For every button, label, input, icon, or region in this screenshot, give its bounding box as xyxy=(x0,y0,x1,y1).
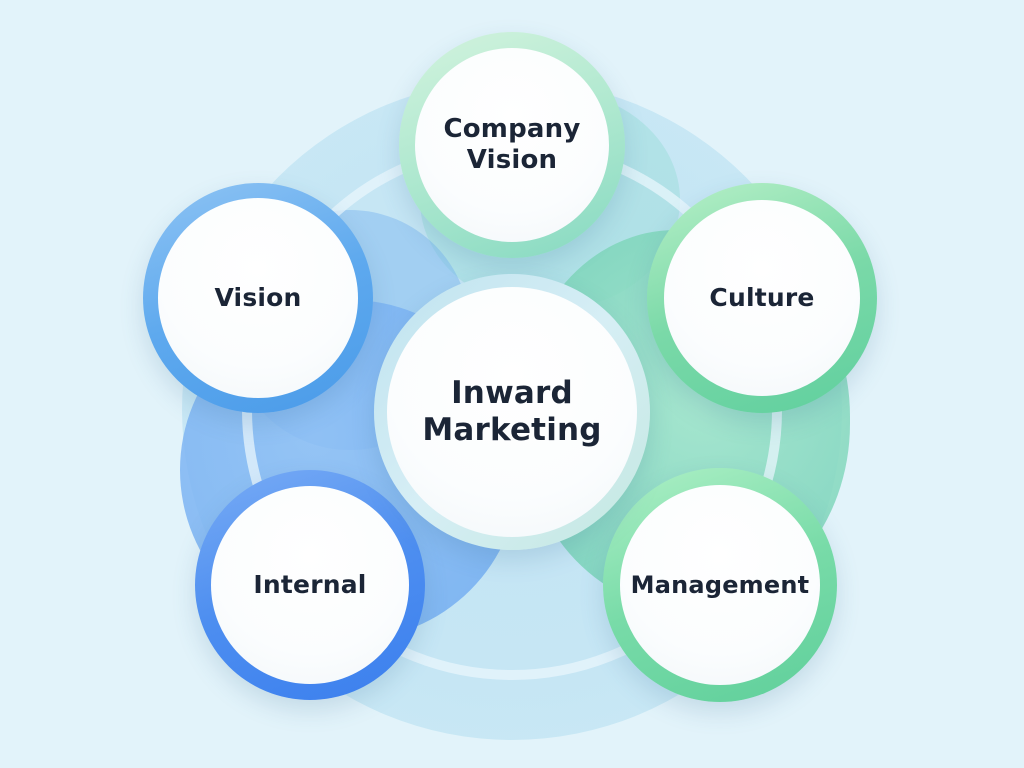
node-face: Culture xyxy=(664,200,860,396)
node-label: Internal xyxy=(253,570,367,599)
node-label: Vision xyxy=(214,283,302,312)
node-face: Management xyxy=(620,485,820,685)
node-label: Management xyxy=(630,570,810,599)
label-line: Marketing xyxy=(422,412,602,448)
label-line: Inward xyxy=(451,374,573,411)
node-company-vision: Company Vision xyxy=(399,32,625,258)
node-culture: Culture xyxy=(647,183,877,413)
node-label: Company Vision xyxy=(443,114,580,176)
node-face: Internal xyxy=(211,486,409,684)
center-node-inward-marketing: Inward Marketing xyxy=(374,274,650,550)
node-label: Culture xyxy=(709,283,815,312)
center-face: Inward Marketing xyxy=(387,287,637,537)
label-line: Company xyxy=(443,113,581,144)
node-management: Management xyxy=(603,468,837,702)
node-internal: Internal xyxy=(195,470,425,700)
node-face: Vision xyxy=(158,198,358,398)
node-face: Company Vision xyxy=(415,48,609,242)
label-line: Vision xyxy=(466,145,558,175)
node-vision: Vision xyxy=(143,183,373,413)
center-label: Inward Marketing xyxy=(422,375,601,449)
